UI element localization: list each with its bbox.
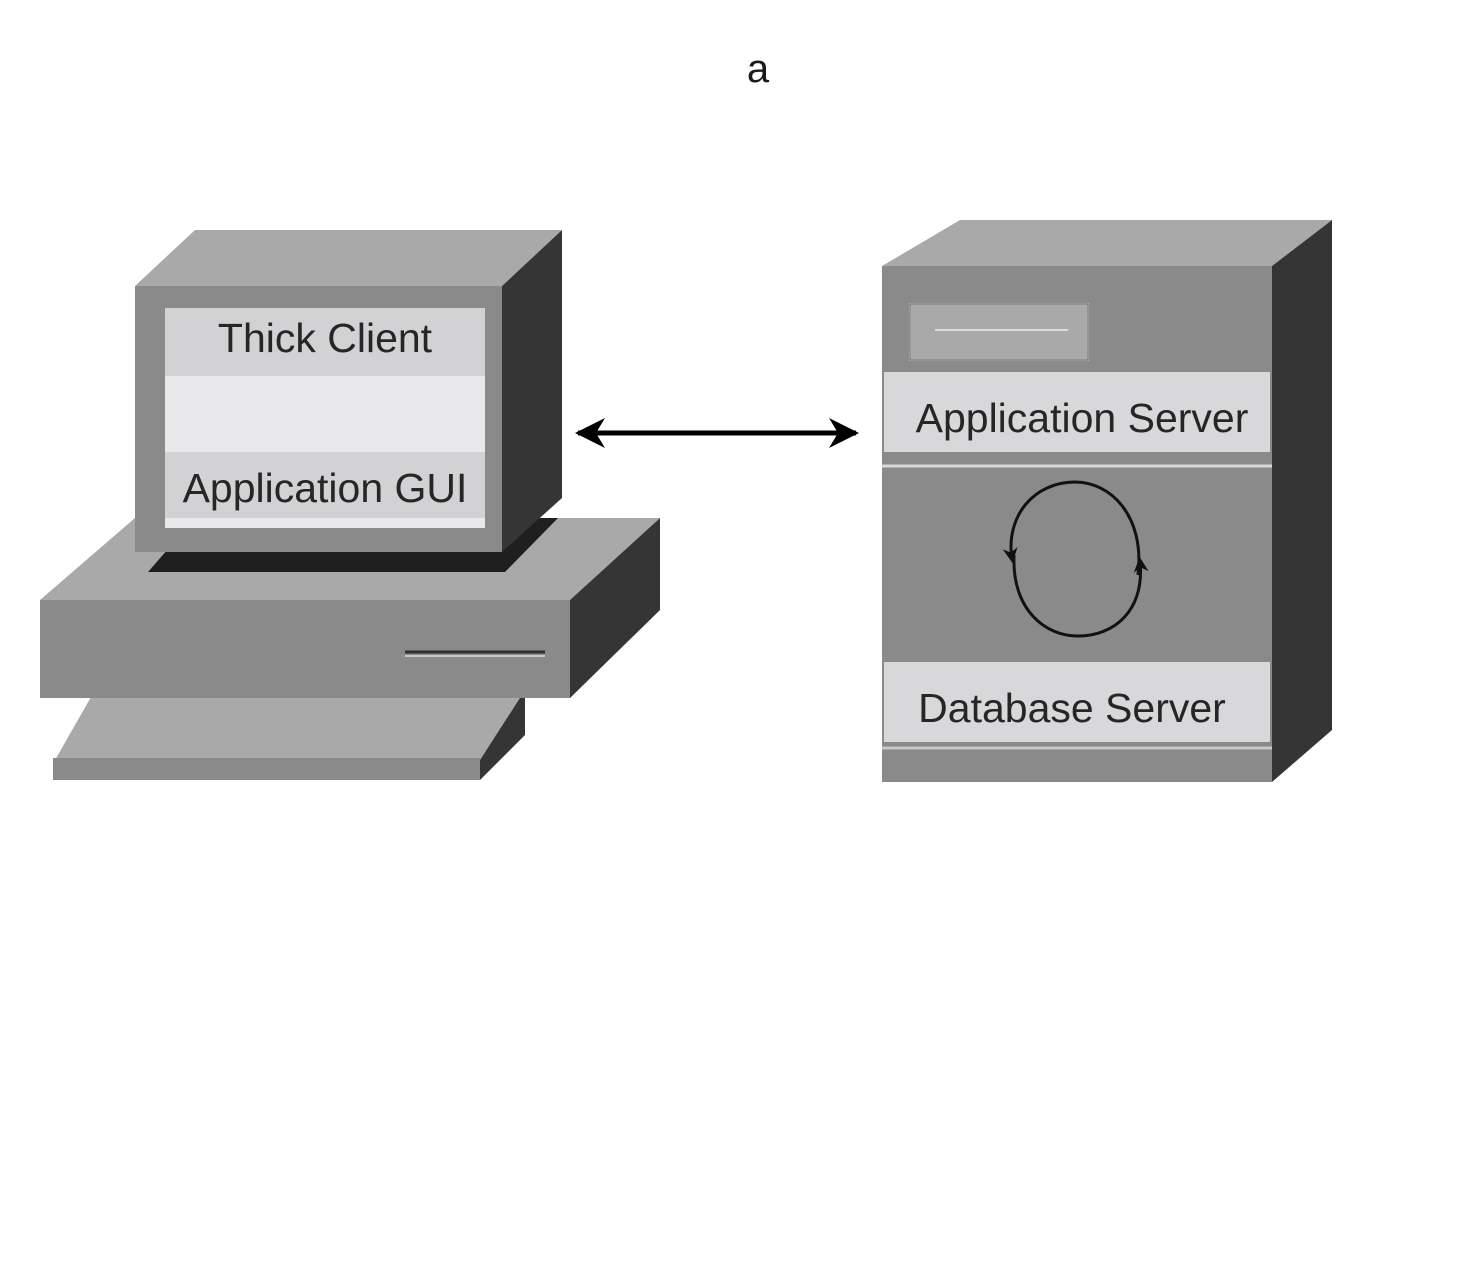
- client-subtitle: Application GUI: [183, 465, 468, 511]
- client-title-band: [165, 308, 485, 376]
- app-server-label: Application Server: [916, 395, 1249, 441]
- db-server-band: [884, 662, 1270, 742]
- client-subtitle-band: [165, 452, 485, 518]
- client-title: Thick Client: [218, 315, 433, 361]
- app-server-band: [884, 372, 1270, 452]
- client-computer: Thick Client Application GUI: [40, 230, 660, 780]
- keyboard: [53, 690, 525, 780]
- server-tower: Application Server Database Server: [882, 220, 1332, 782]
- panel-label: a: [747, 47, 770, 91]
- sync-cycle-icon: [1002, 480, 1149, 638]
- db-server-label: Database Server: [918, 685, 1226, 731]
- monitor: Thick Client Application GUI: [135, 230, 562, 552]
- drive-bay: [909, 303, 1089, 361]
